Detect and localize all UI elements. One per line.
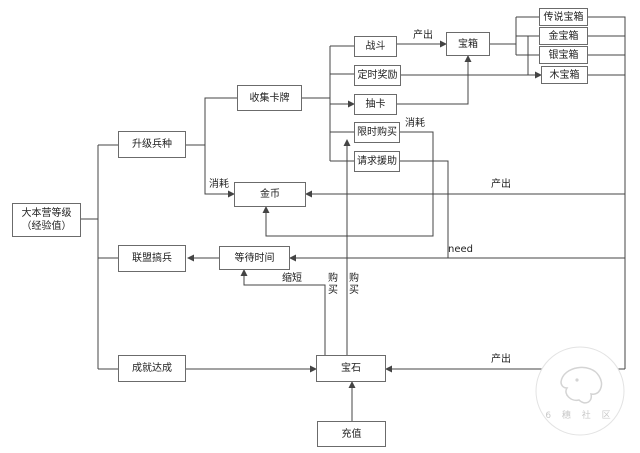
label-buy-1: 购买 [328, 273, 338, 296]
node-request-help: 请求援助 [354, 151, 400, 172]
edge-draw-to-chest [397, 55, 472, 105]
node-chest: 宝箱 [446, 32, 490, 56]
node-legendary-chest: 传说宝箱 [539, 8, 588, 26]
edge-upgrade-to-collect [186, 97, 237, 146]
watermark-logo: 6 穗 社 区 [533, 344, 627, 438]
node-gold-coin: 金币 [234, 182, 306, 207]
node-main-level: 大本营等级 （经验值） [12, 203, 81, 237]
node-battle: 战斗 [354, 36, 397, 57]
label-shorten: 缩短 [282, 273, 302, 284]
node-achievement: 成就达成 [118, 355, 186, 382]
label-buy-2: 购买 [349, 273, 359, 296]
edge-upgrade-consume-gold [204, 145, 235, 198]
label-gem-output: 产出 [491, 354, 511, 365]
label-gold-output: 产出 [491, 179, 511, 190]
node-wood-chest: 木宝箱 [541, 66, 588, 84]
node-silver-chest: 银宝箱 [539, 46, 588, 64]
edge-chest-types-right [588, 16, 626, 369]
label-need: need [448, 244, 473, 255]
node-limited-purchase: 限时购买 [354, 122, 400, 143]
label-consume-limited: 消耗 [405, 118, 425, 129]
label-chest-output: 产出 [413, 30, 433, 41]
node-alliance-troops: 联盟搞兵 [118, 245, 186, 272]
node-upgrade-troops: 升级兵种 [118, 131, 186, 158]
edge-request-line [400, 160, 449, 258]
node-gold-chest: 金宝箱 [539, 27, 588, 45]
node-collect-cards: 收集卡牌 [237, 85, 302, 111]
node-draw-card: 抽卡 [354, 94, 397, 115]
label-consume-upgrade: 消耗 [209, 179, 229, 190]
node-wait-time: 等待时间 [219, 246, 290, 270]
edge-gem-shorten [240, 269, 326, 355]
node-recharge: 充值 [317, 421, 386, 447]
node-gem: 宝石 [316, 355, 386, 382]
node-timed-reward: 定时奖励 [354, 65, 401, 86]
edge-limited-consume [262, 131, 434, 237]
watermark-text: 6 穗 社 区 [545, 411, 615, 421]
